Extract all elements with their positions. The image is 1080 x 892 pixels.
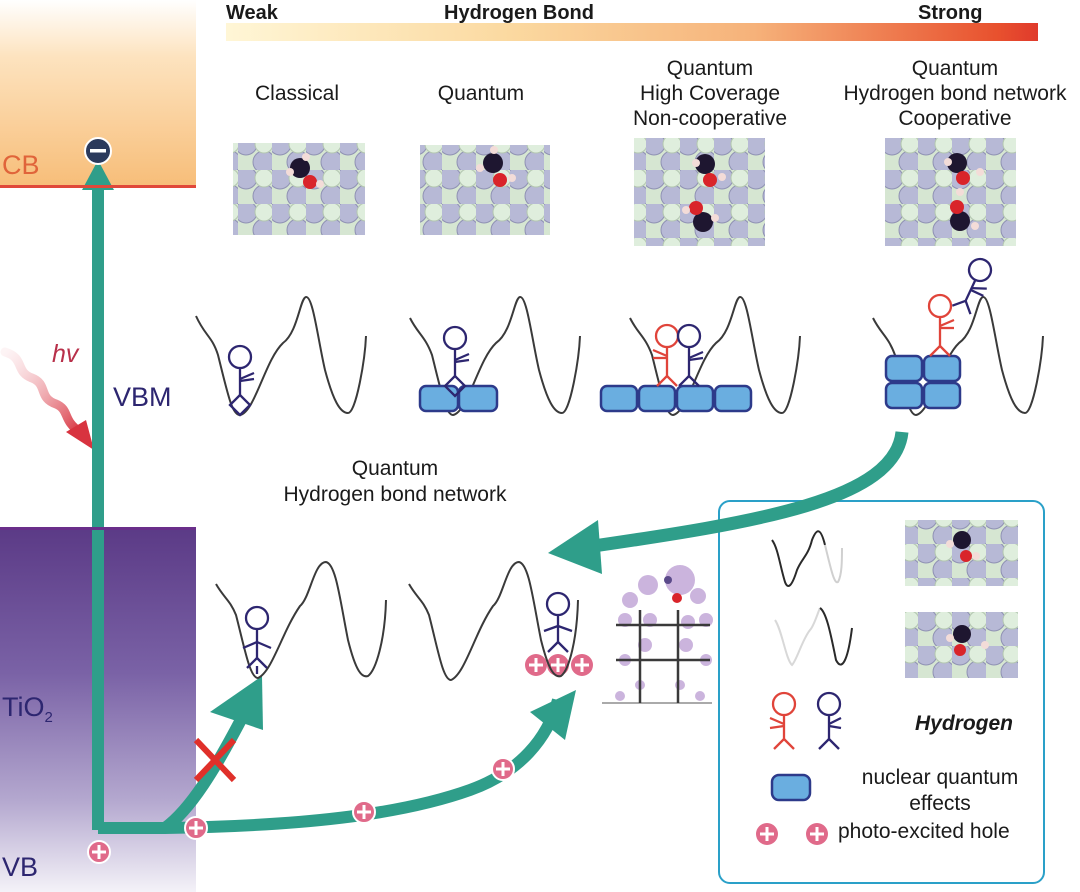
hydrogen-figure-blue [227,344,255,417]
column-title-quantum: Quantum [406,56,556,106]
legend-hole-icon [756,823,778,845]
hole-icon [87,840,111,864]
nqe-line1: nuclear quantum [861,766,1019,789]
hole-transfer-arrowhead-blocked [210,676,263,730]
slab-image-high-coverage [634,138,765,246]
column-title-classical: Classical [222,56,372,106]
legend-hydrogen-red-icon [769,691,797,750]
hydrogen-figure-blue [676,323,704,387]
vbm-label: VBM [113,382,172,412]
potential-curve [408,560,579,682]
slab-image-hb-network [885,138,1016,246]
valence-band-edge [0,527,196,530]
slab-image-quantum [420,145,550,235]
nqe-block [713,384,753,413]
legend-nqe-icon [770,773,812,802]
material-subscript: 2 [44,709,53,726]
nqe-block [922,354,962,383]
hb-strong-label: Strong [918,2,983,24]
potential-curve [195,296,367,417]
nqe-block [675,384,715,413]
title-line [406,56,556,81]
title-line: Non-cooperative [632,107,788,130]
conduction-band-edge [0,185,196,188]
hole-transfer-arrowhead-right [530,690,576,740]
legend-hole-icon [806,823,828,845]
title-line: Classical [254,82,340,105]
slab-image-classical [233,143,365,235]
column-title-high-coverage: Quantum High Coverage Non-cooperative [600,56,820,131]
legend-slab-image-1 [905,520,1018,586]
hole-icons [87,654,593,864]
hole-icon [547,654,569,676]
nqe-block [637,384,677,413]
hole-transfer-path-bottom [98,698,564,834]
title-line: Quantum [437,82,525,105]
hydrogen-figure-blue [442,325,470,398]
nqe-block [884,354,924,383]
material-label: TiO2 [2,692,53,726]
legend-hole-label: photo-excited hole [838,820,1010,843]
hydrogen-figure-red [927,293,955,357]
title-line: High Coverage [639,82,781,105]
excitation-arrowhead [82,160,114,190]
vb-label: VB [2,852,39,882]
nqe-line2: effects [909,792,971,815]
photon-wave [0,347,85,437]
column-title-hb-network: Quantum Hydrogen bond network Cooperativ… [830,56,1080,131]
legend-nqe-label: nuclear quantum effects [840,765,1040,817]
network-title-line1: Quantum [351,457,439,480]
hydrogen-figure-blue [951,257,993,315]
title-line: Quantum [666,57,754,80]
hb-title: Hydrogen Bond [444,2,594,24]
network-title-line2: Hydrogen bond network [283,483,507,506]
hb-strength-gradient-bar [226,23,1038,41]
nqe-block [599,384,639,413]
network-transition-arrow [579,430,909,555]
title-line: Cooperative [898,107,1012,130]
potential-curve [629,296,801,417]
title-line: Quantum [911,57,999,80]
hb-weak-label: Weak [226,2,278,24]
nqe-block [418,384,460,413]
hole-icon [184,816,208,840]
hole-icon [571,654,593,676]
hydrogen-figure-blue [543,591,573,653]
hole-icon [491,757,515,781]
nqe-block [457,384,499,413]
electron-icon [84,137,112,165]
excitation-arrow-shaft [92,180,104,830]
hydrogen-figure-blue [242,605,272,674]
network-transition-arrowhead [548,520,602,574]
legend-box [718,500,1045,884]
legend-potential-right-well [774,607,853,667]
legend-hydrogen-blue-icon [816,691,842,750]
legend-potential-left-well [771,530,843,587]
potential-curve [215,560,387,680]
hole-transfer-path-blocked [161,709,251,833]
charge-density-image [602,565,713,704]
network-panel-title: Quantum Hydrogen bond network [230,456,560,508]
hole-icon [525,654,547,676]
cb-label: CB [2,150,40,180]
title-line [222,56,372,81]
blocked-cross-icon [193,737,237,783]
legend-hydrogen-label: Hydrogen [915,712,1014,735]
potential-curve [409,296,581,417]
legend-slab-image-2 [905,612,1018,678]
nqe-block [884,381,924,410]
material-name: TiO [2,692,45,722]
hole-icon [352,800,376,824]
nqe-block [922,381,962,410]
photon-label: hv [52,340,79,368]
title-line: Hydrogen bond network [843,82,1067,105]
photon-arrowhead [66,420,94,450]
